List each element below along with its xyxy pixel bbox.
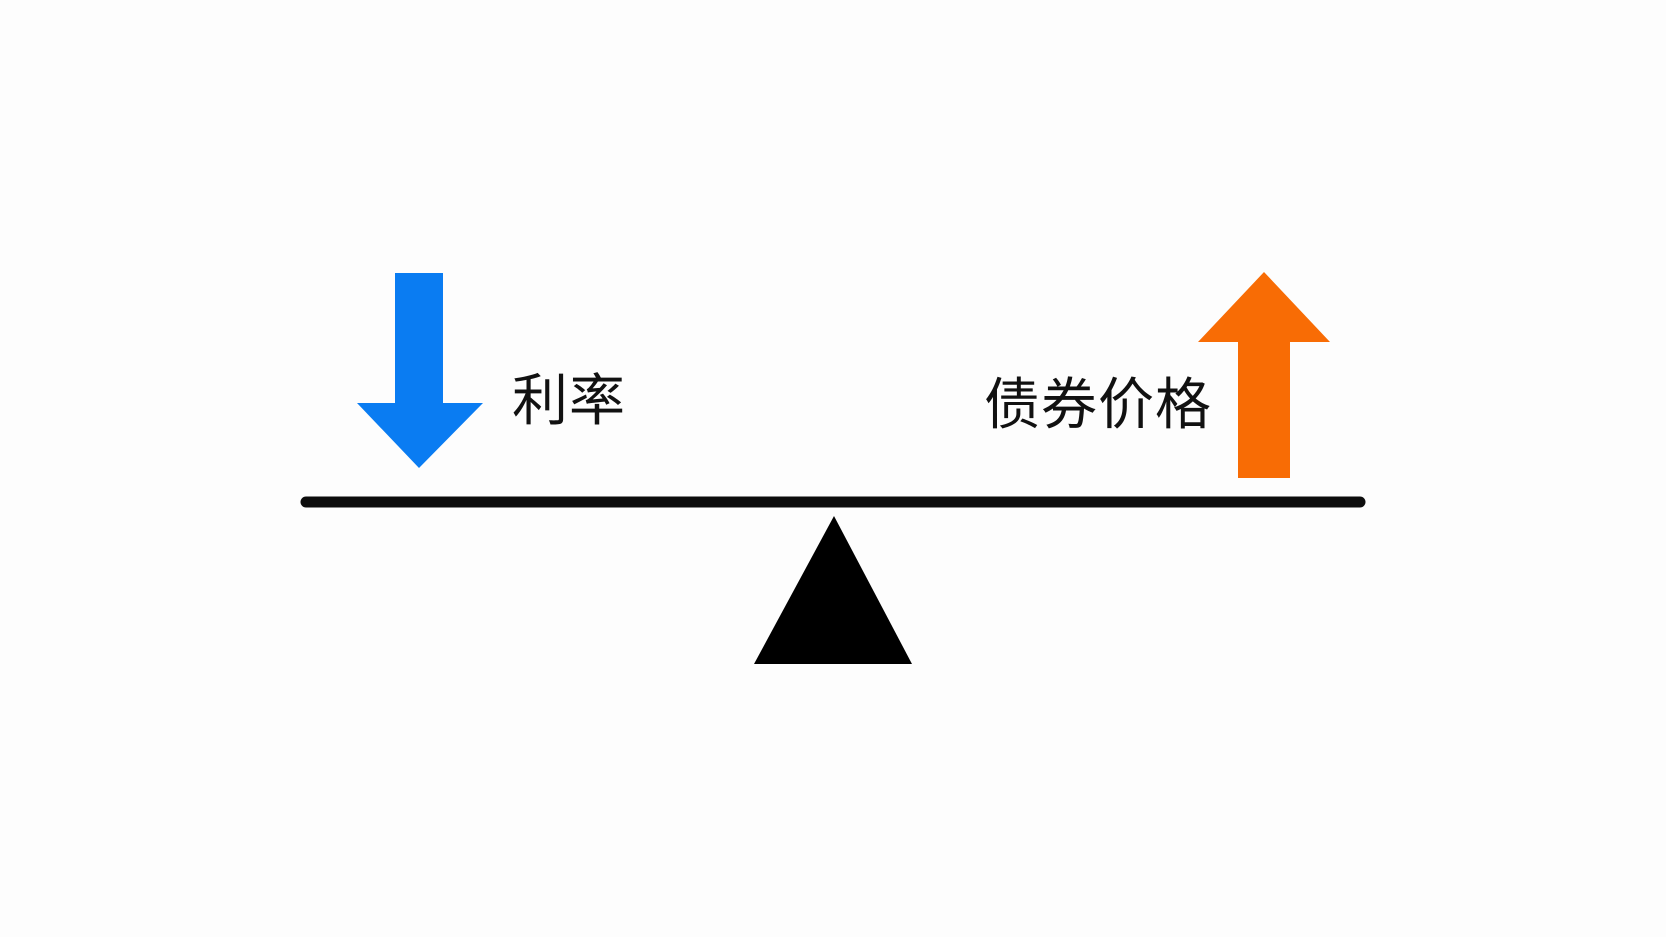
bond-price-label: 债券价格	[984, 373, 1212, 438]
arrow-down-icon	[357, 273, 483, 468]
triangle-fulcrum-icon	[754, 516, 912, 664]
arrow-up-icon	[1198, 272, 1330, 478]
interest-rate-label: 利率	[512, 369, 626, 434]
